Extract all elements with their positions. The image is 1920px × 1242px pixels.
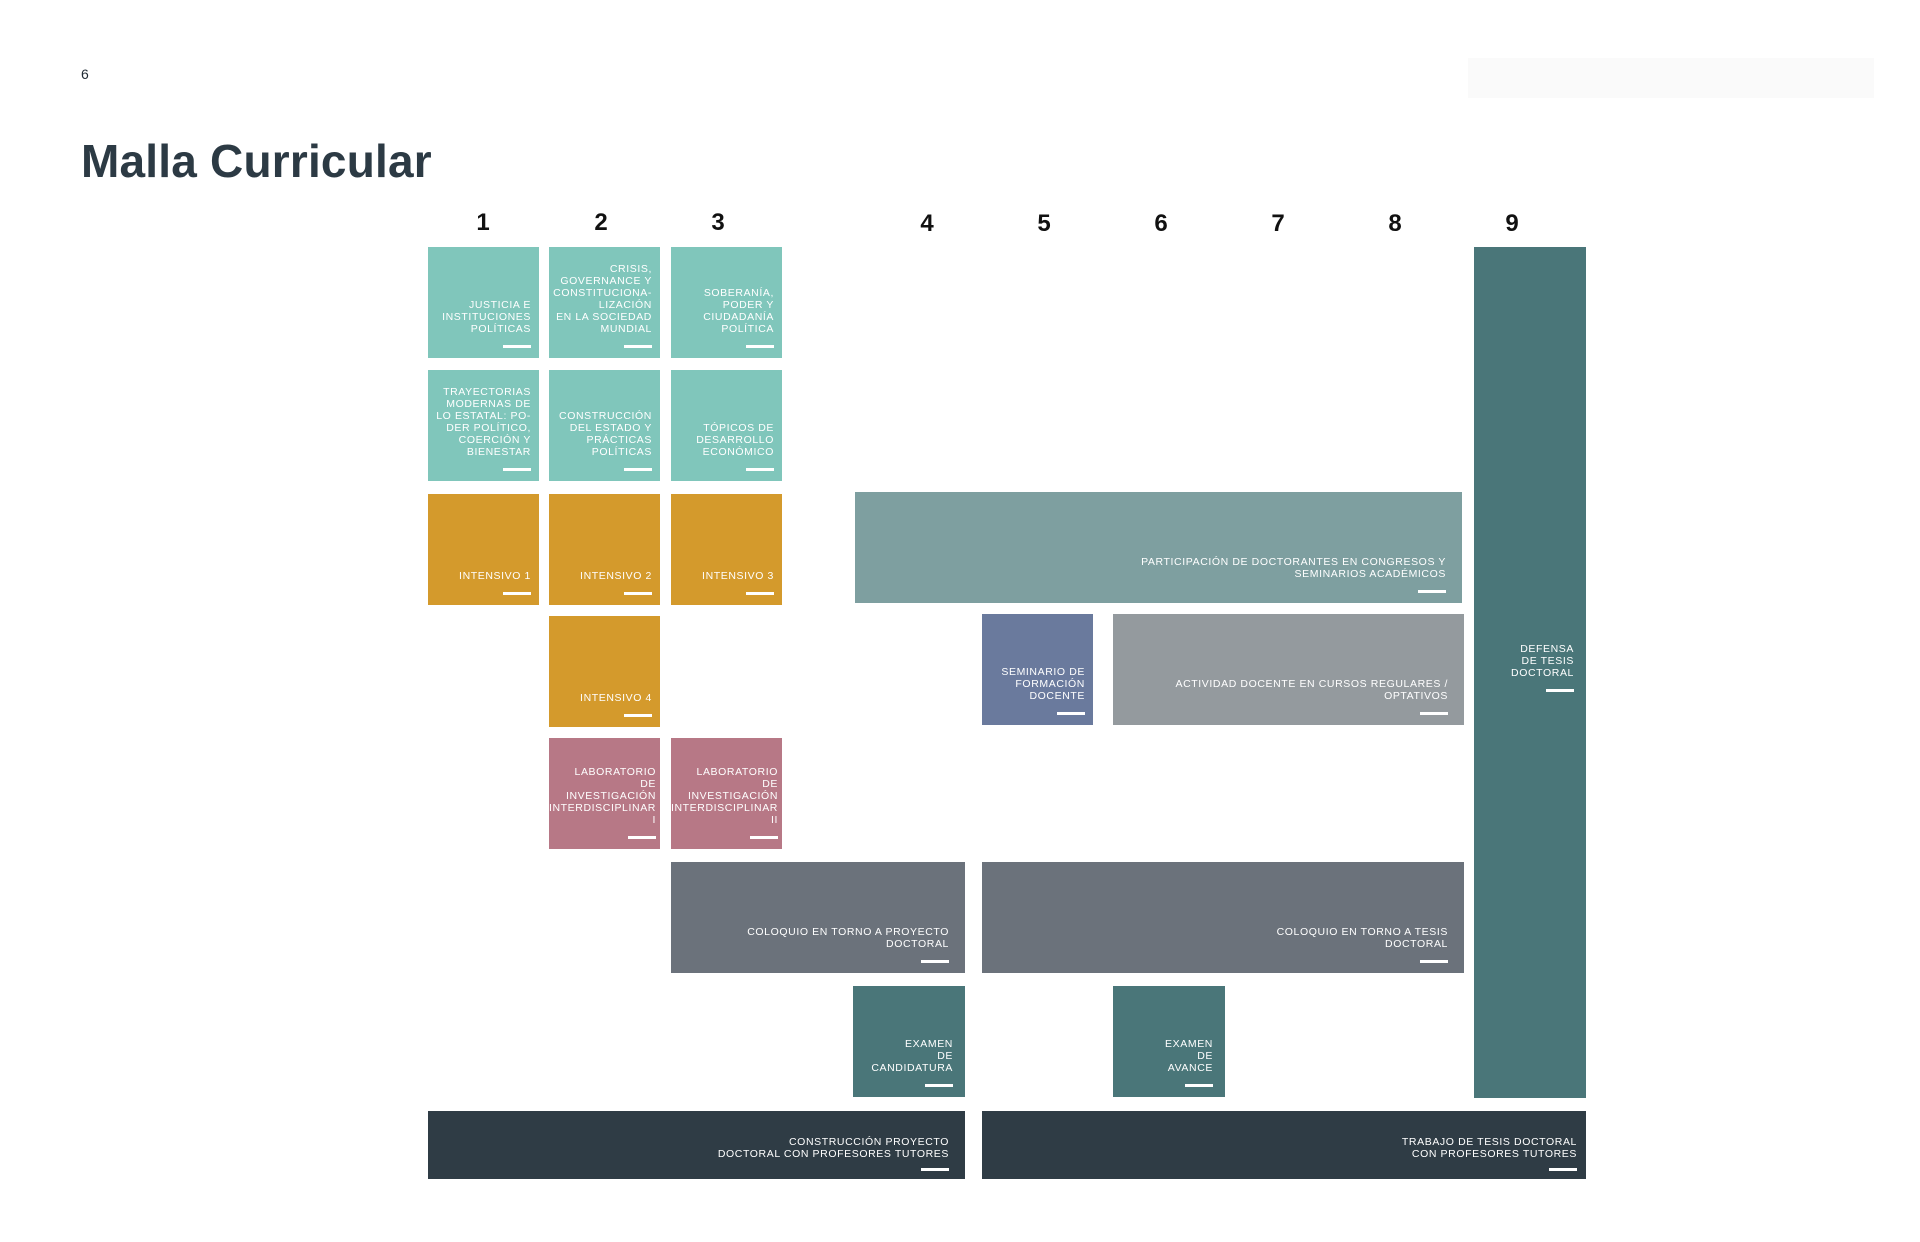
semester-number-5: 5 — [1037, 210, 1051, 237]
semester-number-4: 4 — [920, 210, 934, 237]
page-number: 6 — [81, 66, 89, 82]
block-bar — [925, 1084, 953, 1087]
exam-label: EXAMEN DE AVANCE — [1165, 1038, 1213, 1074]
course-crisis[interactable]: CRISIS, GOVERNANCE Y CONSTITUCIONA- LIZA… — [549, 247, 660, 358]
course-label: TRAYECTORIAS MODERNAS DE LO ESTATAL: PO-… — [436, 386, 531, 458]
block-bar — [1549, 1168, 1577, 1171]
course-laboratorio-1[interactable]: LABORATORIO DE INVESTIGACIÓN INTERDISCIP… — [549, 738, 660, 849]
activity-label: COLOQUIO EN TORNO A PROYECTO DOCTORAL — [747, 926, 949, 950]
course-label: INTENSIVO 4 — [580, 692, 652, 704]
course-label: INTENSIVO 3 — [702, 570, 774, 582]
block-bar — [921, 960, 949, 963]
header-shade — [1468, 58, 1874, 98]
semester-number-6: 6 — [1154, 210, 1168, 237]
course-intensivo-1[interactable]: INTENSIVO 1 — [428, 494, 539, 605]
activity-label: CONSTRUCCIÓN PROYECTO DOCTORAL CON PROFE… — [717, 1136, 949, 1160]
course-label: LABORATORIO DE INVESTIGACIÓN INTERDISCIP… — [670, 766, 778, 826]
course-topicos[interactable]: TÓPICOS DE DESARROLLO ECONÓMICO — [671, 370, 782, 481]
block-bar — [624, 468, 652, 471]
exam-label: DEFENSA DE TESIS DOCTORAL — [1511, 643, 1574, 679]
block-bar — [750, 836, 778, 839]
semester-number-2: 2 — [594, 209, 608, 236]
block-bar — [1420, 960, 1448, 963]
semester-number-7: 7 — [1271, 210, 1285, 237]
course-label: JUSTICIA E INSTITUCIONES POLÍTICAS — [442, 299, 531, 335]
block-bar — [624, 592, 652, 595]
block-bar — [746, 592, 774, 595]
activity-label: COLOQUIO EN TORNO A TESIS DOCTORAL — [1276, 926, 1448, 950]
course-label: INTENSIVO 2 — [580, 570, 652, 582]
course-intensivo-3[interactable]: INTENSIVO 3 — [671, 494, 782, 605]
activity-seminario-docente[interactable]: SEMINARIO DE FORMACIÓN DOCENTE — [982, 614, 1093, 725]
block-bar — [503, 592, 531, 595]
activity-label: SEMINARIO DE FORMACIÓN DOCENTE — [1001, 666, 1085, 702]
exam-candidatura[interactable]: EXAMEN DE CANDIDATURA — [853, 986, 965, 1097]
block-bar — [1546, 689, 1574, 692]
block-bar — [503, 345, 531, 348]
exam-label: EXAMEN DE CANDIDATURA — [871, 1038, 953, 1074]
course-label: INTENSIVO 1 — [459, 570, 531, 582]
activity-label: TRABAJO DE TESIS DOCTORAL CON PROFESORES… — [1401, 1136, 1577, 1160]
activity-actividad-docente[interactable]: ACTIVIDAD DOCENTE EN CURSOS REGULARES / … — [1113, 614, 1464, 725]
course-intensivo-4[interactable]: INTENSIVO 4 — [549, 616, 660, 727]
block-bar — [1420, 712, 1448, 715]
block-bar — [921, 1168, 949, 1171]
activity-coloquio-tesis[interactable]: COLOQUIO EN TORNO A TESIS DOCTORAL — [982, 862, 1464, 973]
block-bar — [746, 345, 774, 348]
activity-trabajo-tesis[interactable]: TRABAJO DE TESIS DOCTORAL CON PROFESORES… — [982, 1111, 1586, 1179]
course-label: SOBERANÍA, PODER Y CIUDADANÍA POLÍTICA — [703, 287, 774, 335]
activity-label: PARTICIPACIÓN DE DOCTORANTES EN CONGRESO… — [1141, 556, 1446, 580]
block-bar — [503, 468, 531, 471]
activity-participacion[interactable]: PARTICIPACIÓN DE DOCTORANTES EN CONGRESO… — [855, 492, 1462, 603]
block-bar — [628, 836, 656, 839]
exam-avance[interactable]: EXAMEN DE AVANCE — [1113, 986, 1225, 1097]
block-bar — [624, 714, 652, 717]
course-soberania[interactable]: SOBERANÍA, PODER Y CIUDADANÍA POLÍTICA — [671, 247, 782, 358]
page-title: Malla Curricular — [81, 135, 432, 187]
course-laboratorio-2[interactable]: LABORATORIO DE INVESTIGACIÓN INTERDISCIP… — [671, 738, 782, 849]
semester-number-1: 1 — [476, 209, 490, 236]
block-bar — [624, 345, 652, 348]
semester-number-9: 9 — [1505, 210, 1519, 237]
block-bar — [1057, 712, 1085, 715]
semester-number-8: 8 — [1388, 210, 1402, 237]
course-label: CONSTRUCCIÓN DEL ESTADO Y PRÁCTICAS POLÍ… — [559, 410, 652, 458]
course-trayectorias[interactable]: TRAYECTORIAS MODERNAS DE LO ESTATAL: PO-… — [428, 370, 539, 481]
exam-defensa-tesis[interactable]: DEFENSA DE TESIS DOCTORAL — [1474, 247, 1586, 1098]
activity-construccion-proyecto[interactable]: CONSTRUCCIÓN PROYECTO DOCTORAL CON PROFE… — [428, 1111, 965, 1179]
course-label: CRISIS, GOVERNANCE Y CONSTITUCIONA- LIZA… — [553, 263, 652, 335]
block-bar — [1185, 1084, 1213, 1087]
block-bar — [1418, 590, 1446, 593]
semester-number-3: 3 — [711, 209, 725, 236]
activity-label: ACTIVIDAD DOCENTE EN CURSOS REGULARES / … — [1175, 678, 1448, 702]
course-label: TÓPICOS DE DESARROLLO ECONÓMICO — [696, 422, 774, 458]
activity-coloquio-proyecto[interactable]: COLOQUIO EN TORNO A PROYECTO DOCTORAL — [671, 862, 965, 973]
course-intensivo-2[interactable]: INTENSIVO 2 — [549, 494, 660, 605]
course-label: LABORATORIO DE INVESTIGACIÓN INTERDISCIP… — [548, 766, 656, 826]
course-justicia[interactable]: JUSTICIA E INSTITUCIONES POLÍTICAS — [428, 247, 539, 358]
course-construccion-estado[interactable]: CONSTRUCCIÓN DEL ESTADO Y PRÁCTICAS POLÍ… — [549, 370, 660, 481]
block-bar — [746, 468, 774, 471]
